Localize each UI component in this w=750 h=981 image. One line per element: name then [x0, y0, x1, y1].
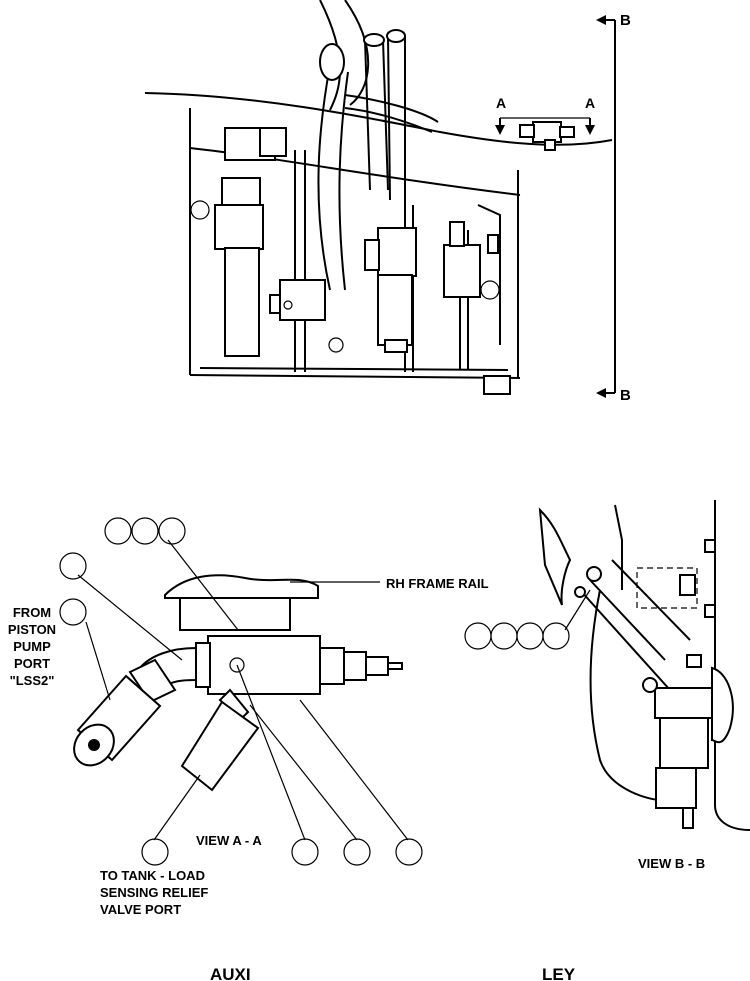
- rh-frame-rail-label: RH FRAME RAIL: [386, 576, 489, 591]
- svg-text:TO TANK - LOAD: TO TANK - LOAD: [100, 868, 205, 883]
- view-marker-a-left: A: [496, 95, 506, 111]
- view-bb-caption: VIEW B - B: [638, 856, 705, 871]
- svg-text:VALVE PORT: VALVE PORT: [100, 902, 181, 917]
- svg-text:PUMP: PUMP: [13, 639, 51, 654]
- from-piston-pump-label: FROM PISTON PUMP PORT "LSS2": [8, 605, 56, 688]
- footer-text-right: LEY: [542, 965, 576, 981]
- footer-text-left: AUXI: [210, 965, 251, 981]
- svg-text:"LSS2": "LSS2": [10, 673, 55, 688]
- top-assembly-illustration: [144, 0, 613, 395]
- view-aa-illustration: [73, 574, 403, 792]
- view-bb-illustration: [538, 500, 750, 831]
- svg-text:PORT: PORT: [14, 656, 50, 671]
- view-aa-caption: VIEW A - A: [196, 833, 262, 848]
- to-tank-label: TO TANK - LOAD SENSING RELIEF VALVE PORT: [100, 868, 208, 917]
- svg-text:PISTON: PISTON: [8, 622, 56, 637]
- view-marker-a-right: A: [585, 95, 595, 111]
- section-marker-b-bottom: B: [620, 387, 631, 404]
- svg-text:FROM: FROM: [13, 605, 51, 620]
- svg-text:SENSING RELIEF: SENSING RELIEF: [100, 885, 208, 900]
- callout-balloons: [59, 517, 570, 866]
- section-marker-b-top: B: [620, 12, 631, 29]
- section-line-b: [596, 15, 616, 398]
